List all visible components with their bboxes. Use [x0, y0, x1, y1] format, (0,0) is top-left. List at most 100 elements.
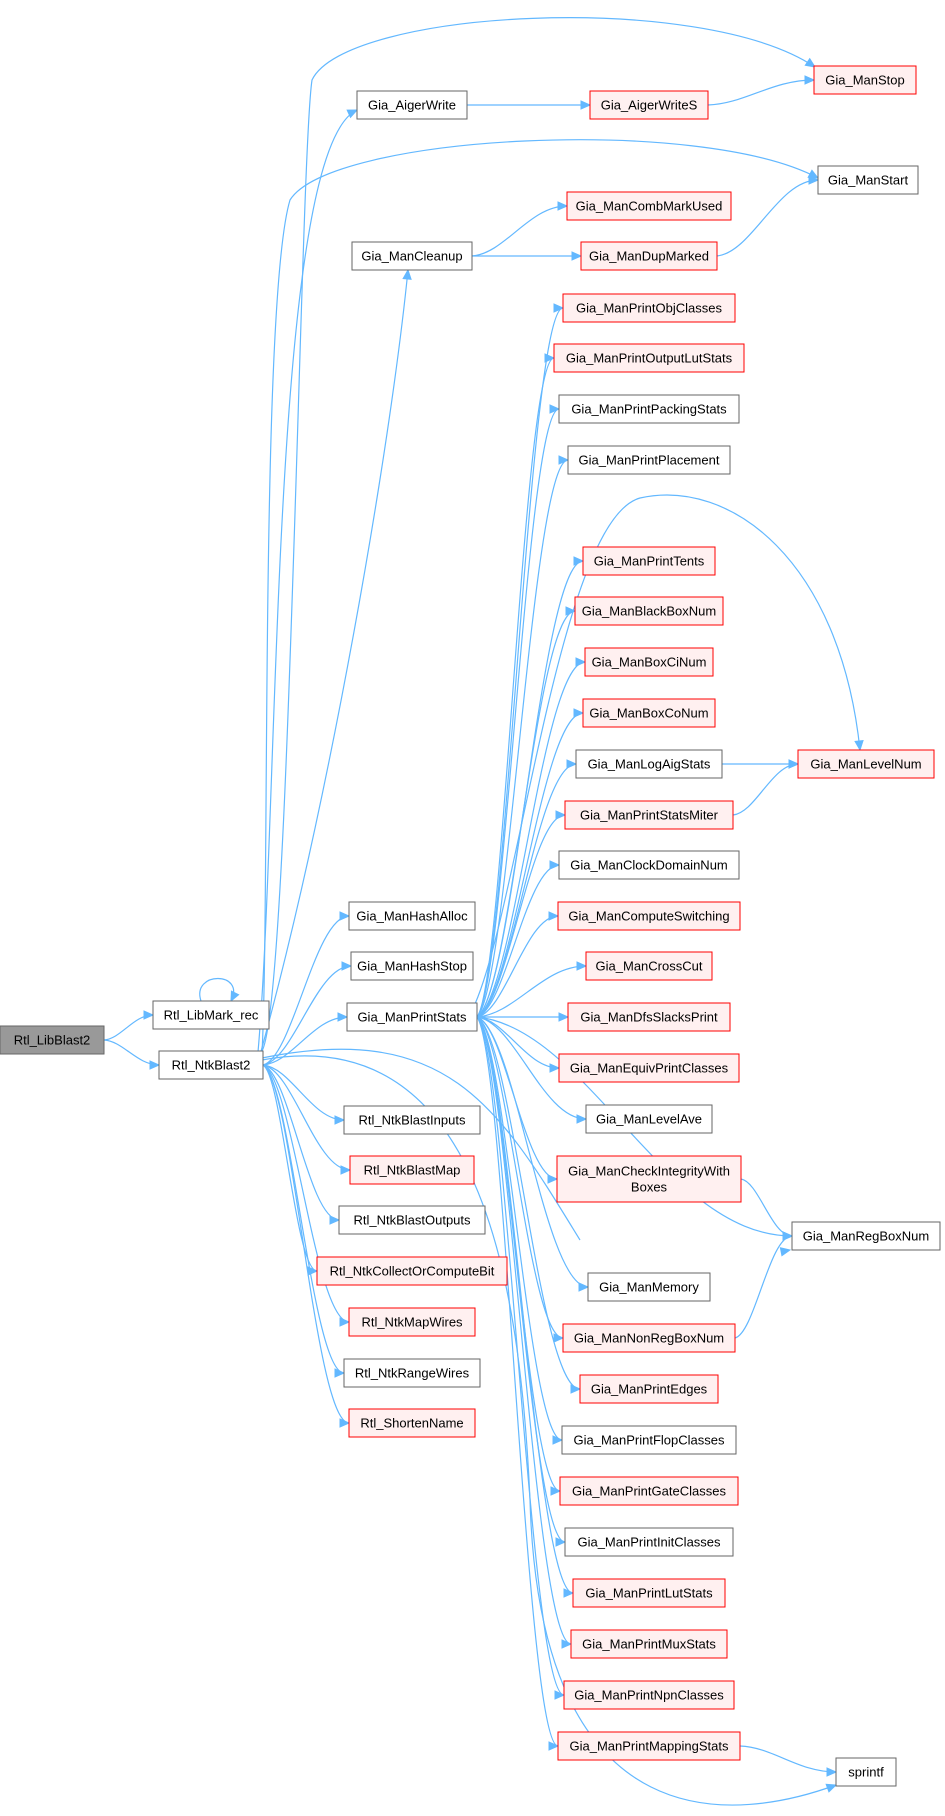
node-box[interactable] [563, 1680, 735, 1710]
node-box[interactable] [572, 1578, 726, 1608]
node-box[interactable] [813, 65, 917, 95]
node-Gia_AigerWrite[interactable]: Gia_AigerWrite [356, 90, 468, 120]
node-box[interactable] [558, 394, 740, 424]
node-Gia_ManRegBoxNum[interactable]: Gia_ManRegBoxNum [791, 1221, 941, 1251]
node-box[interactable] [584, 647, 714, 677]
node-Gia_ManPrintOutputLutStats[interactable]: Gia_ManPrintOutputLutStats [553, 343, 745, 373]
node-Gia_ManLevelNum[interactable]: Gia_ManLevelNum [797, 749, 935, 779]
node-box[interactable] [351, 241, 473, 271]
node-box[interactable] [346, 1002, 478, 1032]
node-Gia_ManPrintFlopClasses[interactable]: Gia_ManPrintFlopClasses [561, 1425, 737, 1455]
node-box[interactable] [558, 850, 740, 880]
node-Rtl_NtkMapWires[interactable]: Rtl_NtkMapWires [348, 1307, 476, 1337]
node-box[interactable] [817, 165, 919, 195]
node-Gia_ManDfsSlacksPrint[interactable]: Gia_ManDfsSlacksPrint [567, 1002, 731, 1032]
node-box[interactable] [558, 1053, 740, 1083]
node-box[interactable] [316, 1256, 508, 1286]
node-Gia_ManLevelAve[interactable]: Gia_ManLevelAve [585, 1104, 713, 1134]
node-box[interactable] [567, 1002, 731, 1032]
node-box[interactable] [585, 1104, 713, 1134]
node-box[interactable] [562, 1323, 736, 1353]
node-Gia_ManNonRegBoxNum[interactable]: Gia_ManNonRegBoxNum [562, 1323, 736, 1353]
node-Gia_ManPrintObjClasses[interactable]: Gia_ManPrintObjClasses [562, 293, 736, 323]
node-Gia_ManPrintLutStats[interactable]: Gia_ManPrintLutStats [572, 1578, 726, 1608]
node-box[interactable] [343, 1358, 481, 1388]
node-box[interactable] [570, 1629, 728, 1659]
node-Rtl_ShortenName[interactable]: Rtl_ShortenName [348, 1408, 476, 1438]
node-Gia_ManHashAlloc[interactable]: Gia_ManHashAlloc [348, 901, 476, 931]
node-Gia_ManClockDomainNum[interactable]: Gia_ManClockDomainNum [558, 850, 740, 880]
node-box[interactable] [152, 1000, 270, 1030]
node-Rtl_NtkBlastMap[interactable]: Rtl_NtkBlastMap [349, 1155, 475, 1185]
node-box[interactable] [356, 90, 468, 120]
node-box[interactable] [567, 445, 731, 475]
node-Gia_ManPrintGateClasses[interactable]: Gia_ManPrintGateClasses [559, 1476, 739, 1506]
node-box[interactable] [557, 901, 741, 931]
node-Rtl_LibBlast2[interactable]: Rtl_LibBlast2 [0, 1025, 105, 1055]
node-box[interactable] [585, 951, 713, 981]
node-box[interactable] [556, 1155, 742, 1203]
node-Gia_ManPrintPlacement[interactable]: Gia_ManPrintPlacement [567, 445, 731, 475]
node-box[interactable] [580, 241, 718, 271]
node-Gia_ManPrintEdges[interactable]: Gia_ManPrintEdges [579, 1374, 719, 1404]
node-Gia_ManMemory[interactable]: Gia_ManMemory [587, 1272, 711, 1302]
node-box[interactable] [0, 1025, 105, 1055]
node-box[interactable] [350, 951, 474, 981]
node-box[interactable] [559, 1476, 739, 1506]
node-Gia_ManComputeSwitching[interactable]: Gia_ManComputeSwitching [557, 901, 741, 931]
node-box[interactable] [348, 1408, 476, 1438]
node-Gia_ManPrintTents[interactable]: Gia_ManPrintTents [582, 546, 716, 576]
node-Gia_ManCrossCut[interactable]: Gia_ManCrossCut [585, 951, 713, 981]
node-Gia_ManPrintMappingStats[interactable]: Gia_ManPrintMappingStats [557, 1731, 741, 1761]
node-Gia_ManBoxCoNum[interactable]: Gia_ManBoxCoNum [582, 698, 716, 728]
node-box[interactable] [797, 749, 935, 779]
node-box[interactable] [835, 1757, 897, 1787]
node-box[interactable] [791, 1221, 941, 1251]
node-box[interactable] [575, 749, 723, 779]
node-Rtl_NtkBlastInputs[interactable]: Rtl_NtkBlastInputs [343, 1105, 481, 1135]
node-box[interactable] [564, 800, 734, 830]
node-box[interactable] [589, 90, 709, 120]
node-Gia_ManPrintMuxStats[interactable]: Gia_ManPrintMuxStats [570, 1629, 728, 1659]
node-Gia_ManDupMarked[interactable]: Gia_ManDupMarked [580, 241, 718, 271]
node-Gia_ManPrintNpnClasses[interactable]: Gia_ManPrintNpnClasses [563, 1680, 735, 1710]
node-Gia_ManHashStop[interactable]: Gia_ManHashStop [350, 951, 474, 981]
node-box[interactable] [566, 191, 732, 221]
node-box[interactable] [582, 698, 716, 728]
node-box[interactable] [587, 1272, 711, 1302]
node-Gia_ManCombMarkUsed[interactable]: Gia_ManCombMarkUsed [566, 191, 732, 221]
node-box[interactable] [343, 1105, 481, 1135]
node-Gia_ManPrintStatsMiter[interactable]: Gia_ManPrintStatsMiter [564, 800, 734, 830]
node-Gia_ManEquivPrintClasses[interactable]: Gia_ManEquivPrintClasses [558, 1053, 740, 1083]
node-Gia_ManLogAigStats[interactable]: Gia_ManLogAigStats [575, 749, 723, 779]
node-Gia_ManPrintStats[interactable]: Gia_ManPrintStats [346, 1002, 478, 1032]
node-Rtl_LibMark_rec[interactable]: Rtl_LibMark_rec [152, 1000, 270, 1030]
node-Gia_ManPrintInitClasses[interactable]: Gia_ManPrintInitClasses [564, 1527, 734, 1557]
node-Gia_ManBlackBoxNum[interactable]: Gia_ManBlackBoxNum [574, 596, 724, 626]
node-box[interactable] [574, 596, 724, 626]
node-sprintf[interactable]: sprintf [835, 1757, 897, 1787]
node-Rtl_NtkBlast2[interactable]: Rtl_NtkBlast2 [158, 1050, 264, 1080]
node-box[interactable] [348, 901, 476, 931]
node-Gia_ManCleanup[interactable]: Gia_ManCleanup [351, 241, 473, 271]
node-Rtl_NtkBlastOutputs[interactable]: Rtl_NtkBlastOutputs [338, 1205, 486, 1235]
node-box[interactable] [579, 1374, 719, 1404]
node-Gia_ManStart[interactable]: Gia_ManStart [817, 165, 919, 195]
node-Gia_ManPrintPackingStats[interactable]: Gia_ManPrintPackingStats [558, 394, 740, 424]
node-box[interactable] [158, 1050, 264, 1080]
node-Rtl_NtkRangeWires[interactable]: Rtl_NtkRangeWires [343, 1358, 481, 1388]
node-Gia_AigerWriteS[interactable]: Gia_AigerWriteS [589, 90, 709, 120]
node-box[interactable] [553, 343, 745, 373]
node-Gia_ManStop[interactable]: Gia_ManStop [813, 65, 917, 95]
node-box[interactable] [348, 1307, 476, 1337]
node-Rtl_NtkCollectOrComputeBit[interactable]: Rtl_NtkCollectOrComputeBit [316, 1256, 508, 1286]
node-box[interactable] [561, 1425, 737, 1455]
node-box[interactable] [349, 1155, 475, 1185]
node-box[interactable] [564, 1527, 734, 1557]
node-Gia_ManBoxCiNum[interactable]: Gia_ManBoxCiNum [584, 647, 714, 677]
node-box[interactable] [557, 1731, 741, 1761]
node-box[interactable] [562, 293, 736, 323]
node-box[interactable] [338, 1205, 486, 1235]
node-box[interactable] [582, 546, 716, 576]
